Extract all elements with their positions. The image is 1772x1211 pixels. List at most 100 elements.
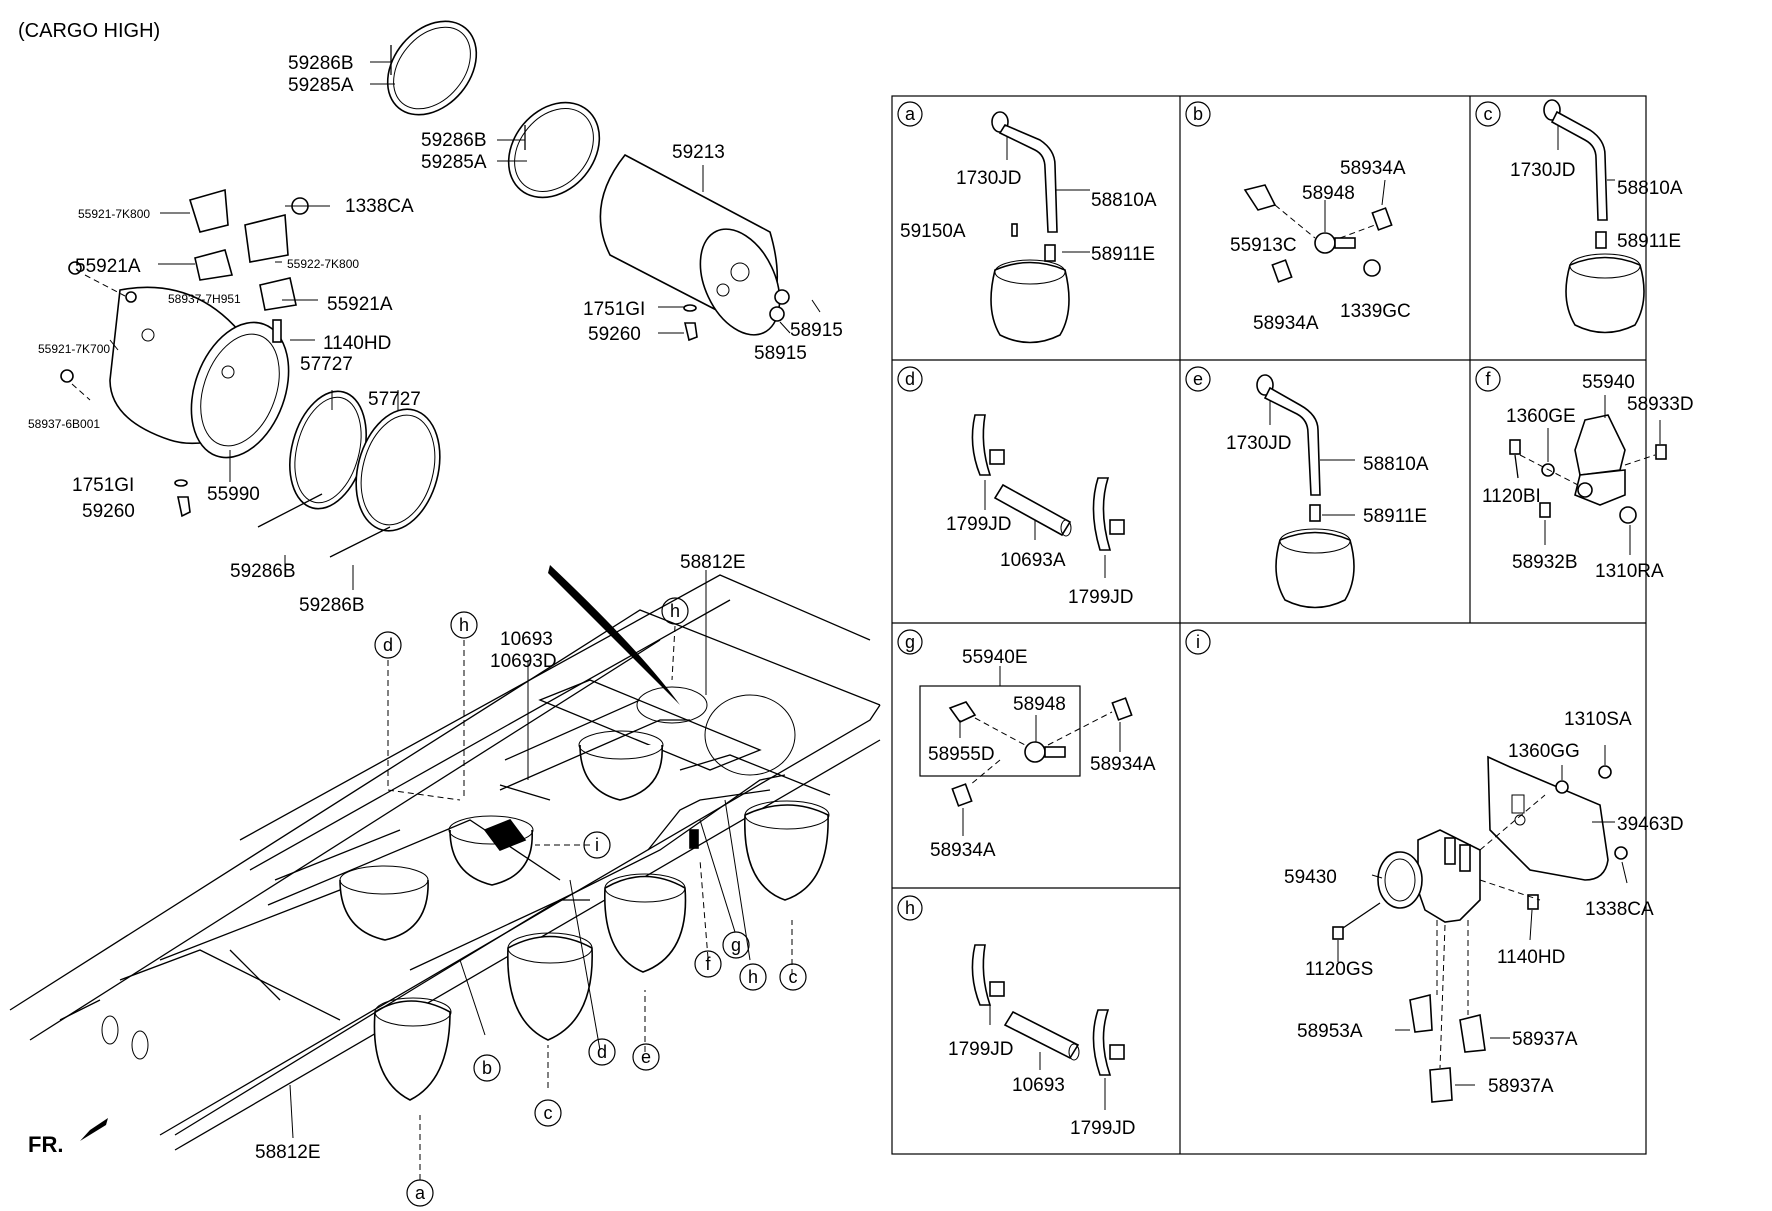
panel-d-10693A: 10693A (1000, 550, 1066, 571)
panel-i-1310SA: 1310SA (1564, 709, 1632, 730)
washer-1751gi-2 (683, 304, 697, 312)
front-direction-label: FR. (28, 1132, 63, 1157)
callout-c-right: c (789, 967, 798, 987)
callout-b: b (482, 1058, 492, 1078)
tank-59213-end (699, 228, 781, 336)
strap-top-2 (507, 101, 601, 199)
panel-a-58911E: 58911E (1091, 244, 1155, 265)
callout-i-main: i (595, 835, 599, 855)
panel-i-58937A-1: 58937A (1512, 1029, 1578, 1050)
panel-h-1799JD-1: 1799JD (948, 1039, 1014, 1060)
air-spring-5 (339, 865, 429, 941)
panel-e-letter: e (1193, 369, 1203, 389)
air-spring-4 (744, 800, 830, 901)
panel-g-58934A-1: 58934A (1090, 754, 1156, 775)
strap-top-1 (386, 20, 478, 116)
bracket-55921-7k800 (188, 188, 229, 233)
fitting-58915-1 (774, 289, 790, 305)
fitting-58915-2 (769, 306, 785, 322)
panel-d-1799JD-2: 1799JD (1068, 587, 1134, 608)
label-55921-7K700: 55921-7K700 (38, 342, 110, 356)
label-59213: 59213 (672, 142, 725, 163)
panel-d: d 1799JD 10693A 1799JD (897, 366, 1134, 608)
panel-i-58937A-2: 58937A (1488, 1076, 1554, 1097)
callout-d-top: d (383, 635, 393, 655)
label-59260-1: 59260 (82, 501, 135, 522)
panel-c-letter: c (1484, 104, 1493, 124)
label-10693: 10693 (500, 629, 553, 650)
bracket-55922-7k800 (244, 213, 289, 263)
panel-g: g 55940E 58948 58955D 58934A 58934A (897, 629, 1156, 861)
fitting-58937-7h951 (125, 291, 137, 303)
label-57727-2: 57727 (368, 389, 421, 410)
panel-c-58810A: 58810A (1617, 178, 1683, 199)
label-55921A-2: 55921A (327, 294, 393, 315)
panel-c-58911E: 58911E (1617, 231, 1681, 252)
panel-g-letter: g (905, 632, 915, 652)
panel-i: i 1310SA 1360GG 39 (1185, 629, 1684, 1103)
washer-1360GG (1555, 780, 1569, 794)
frame-rail-left-top (9, 609, 881, 1011)
label-58915-1: 58915 (790, 320, 843, 341)
label-1751GI-2: 1751GI (583, 299, 645, 320)
panel-f-55940: 55940 (1582, 372, 1635, 393)
panel-i-1140HD: 1140HD (1497, 947, 1565, 968)
tank-55990-end (190, 321, 290, 459)
label-1338CA-main: 1338CA (345, 196, 414, 217)
fitting-58937A-1 (1459, 1014, 1486, 1053)
plug-59260-1 (177, 496, 191, 518)
panel-i-59430: 59430 (1284, 867, 1337, 888)
air-spring-2 (507, 932, 593, 1041)
label-1751GI-1: 1751GI (72, 475, 134, 496)
label-1140HD-main: 1140HD (323, 333, 391, 354)
diagram-title: (CARGO HIGH) (18, 20, 160, 42)
nut-1310SA (1598, 765, 1612, 779)
panel-h: h 1799JD 10693 1799JD (897, 895, 1136, 1139)
panel-f-58933D: 58933D (1627, 394, 1694, 415)
panel-h-letter: h (905, 898, 915, 918)
panel-f: f 55940 1360GE 58933D 1120BI 58932B 1310… (1475, 366, 1694, 582)
detail-panels-grid (891, 95, 1647, 1155)
panel-e-58810A: 58810A (1363, 454, 1429, 475)
panel-b-58934A-2: 58934A (1253, 313, 1319, 334)
panel-d-1799JD-1: 1799JD (946, 514, 1012, 535)
pointer-wedge (548, 565, 680, 705)
label-10693D: 10693D (490, 651, 557, 672)
panel-h-1799JD-2: 1799JD (1070, 1118, 1136, 1139)
panel-b-1339GC: 1339GC (1340, 301, 1411, 322)
panel-g-58955D: 58955D (928, 744, 995, 765)
label-58812E-top: 58812E (680, 552, 746, 573)
valve-cluster-59430 (483, 819, 527, 851)
chassis-frame-view: FR. (9, 565, 881, 1157)
bracket-39463D (1487, 755, 1609, 881)
fitting-55921-7k700 (68, 261, 82, 275)
callout-h-bottom: h (748, 967, 758, 987)
plug-59260-2 (683, 322, 698, 342)
fitting-58937-6b001 (60, 369, 74, 383)
panel-a-letter: a (905, 104, 916, 124)
air-spring-6 (448, 815, 534, 886)
washer-1751gi-1 (174, 479, 188, 487)
label-58812E-bottom: 58812E (255, 1142, 321, 1163)
label-59285A-1: 59285A (288, 75, 354, 96)
label-59260-2: 59260 (588, 324, 641, 345)
label-57727-1: 57727 (300, 354, 353, 375)
label-55922-7K800: 55922-7K800 (287, 257, 359, 271)
label-55990: 55990 (207, 484, 260, 505)
panel-h-10693: 10693 (1012, 1075, 1065, 1096)
bolt-1140hd (272, 319, 282, 343)
panel-i-1360GG: 1360GG (1508, 741, 1580, 762)
fitting-58953A (1409, 993, 1433, 1033)
small-air-tank-group (60, 188, 441, 590)
callout-f-bottom: f (705, 954, 711, 974)
panel-b-58948: 58948 (1302, 183, 1355, 204)
panel-g-58934A-2: 58934A (930, 840, 996, 861)
callout-h-top-2: h (670, 601, 680, 621)
panel-g-55940E: 55940E (962, 647, 1028, 668)
panel-b-letter: b (1193, 104, 1203, 124)
panel-f-1310RA: 1310RA (1595, 561, 1664, 582)
panel-i-39463D: 39463D (1617, 814, 1684, 835)
callout-g-bottom: g (731, 935, 741, 955)
panel-i-letter: i (1196, 632, 1200, 652)
panel-i-58953A: 58953A (1297, 1021, 1363, 1042)
